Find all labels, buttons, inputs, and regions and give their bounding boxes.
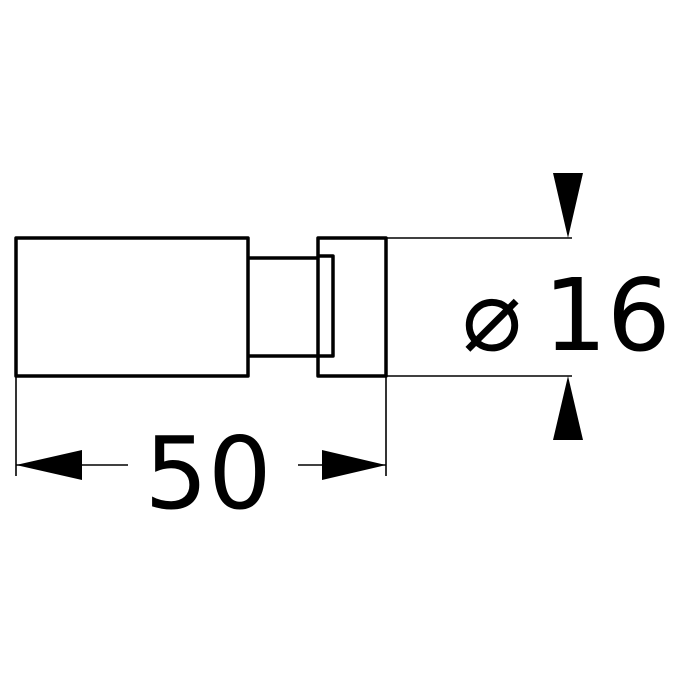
length-label: 50 xyxy=(144,415,271,532)
diameter-symbol: ⌀ xyxy=(462,257,522,374)
diameter-arrow-bottom xyxy=(553,376,583,440)
part-outline xyxy=(14,236,388,378)
diameter-arrow-top xyxy=(553,173,583,238)
diameter-value: 16 xyxy=(543,257,670,374)
length-arrow-left xyxy=(16,450,82,480)
length-arrow-right xyxy=(322,450,386,480)
